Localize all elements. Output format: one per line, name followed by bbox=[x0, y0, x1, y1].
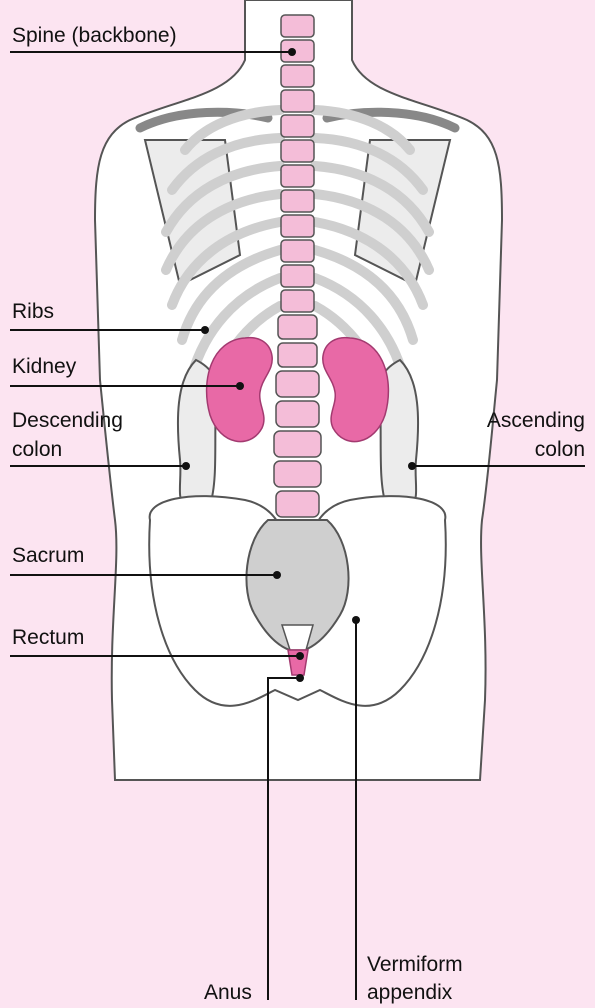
ribs-label: Ribs bbox=[12, 299, 54, 325]
rectum-label: Rectum bbox=[12, 625, 84, 651]
appendix-label-line2: appendix bbox=[367, 980, 452, 1006]
spine-label: Spine (backbone) bbox=[12, 23, 177, 49]
appendix-label-line1: Vermiform bbox=[367, 952, 463, 978]
descending-colon-label-line1: Descending bbox=[12, 408, 123, 434]
sacrum-label: Sacrum bbox=[12, 543, 84, 569]
kidney-label: Kidney bbox=[12, 354, 76, 380]
ascending-colon-label-line1: Ascending bbox=[487, 408, 585, 434]
descending-colon-label-line2: colon bbox=[12, 437, 62, 463]
anus-label: Anus bbox=[204, 980, 252, 1006]
ascending-colon-label-line2: colon bbox=[535, 437, 585, 463]
